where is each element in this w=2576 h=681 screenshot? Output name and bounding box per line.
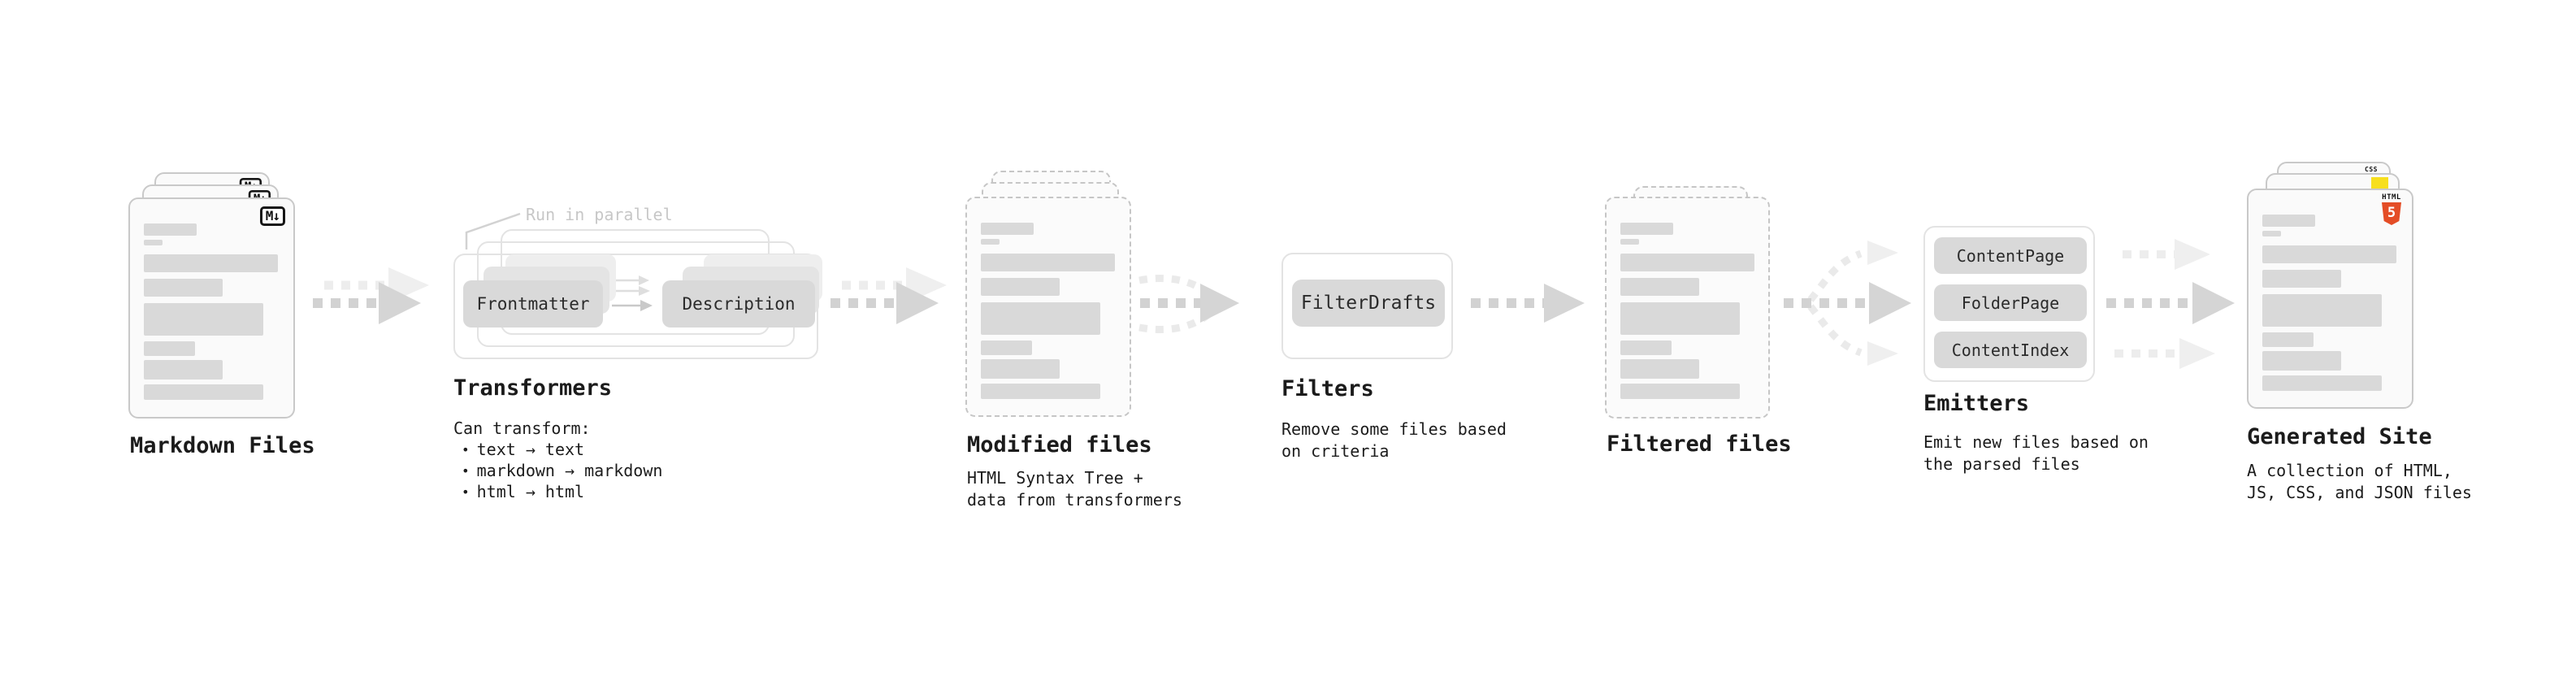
text-line-bar <box>981 254 1115 271</box>
modified-files-desc: HTML Syntax Tree + data from transformer… <box>967 467 1182 511</box>
arrow-transformers-to-modified <box>830 267 947 324</box>
text-line-bar <box>981 384 1100 399</box>
generated-site-label: Generated Site <box>2247 424 2432 449</box>
text-line-bar <box>1620 302 1740 335</box>
filters-desc: Remove some files based on criteria <box>1281 419 1507 462</box>
markdown-files-label: Markdown Files <box>130 433 315 458</box>
desc-line: HTML Syntax Tree + <box>967 468 1143 488</box>
generated-site-desc: A collection of HTML, JS, CSS, and JSON … <box>2247 460 2472 504</box>
text-line-bar <box>981 278 1060 296</box>
css-icon-text: CSS <box>2365 166 2378 173</box>
html-file-card: HTML 5 <box>2247 189 2413 409</box>
desc-line: data from transformers <box>967 490 1182 510</box>
text-line-bar <box>1620 239 1639 245</box>
bullet-item: • html → html <box>462 481 662 502</box>
markdown-files-stack: M↓ M↓ M↓ <box>128 172 299 424</box>
text-line-bar <box>2262 215 2315 227</box>
desc-line: Remove some files based <box>1281 419 1507 439</box>
text-line-bar <box>1620 223 1673 235</box>
arrow-modified-to-filters <box>1138 275 1239 333</box>
bullet-text: html → html <box>476 482 585 501</box>
modified-files-stack <box>965 170 1136 422</box>
desc-line: A collection of HTML, <box>2247 461 2452 480</box>
contentindex-pill: ContentIndex <box>1934 332 2087 368</box>
arrow-filters-to-filtered <box>1471 284 1585 323</box>
arrow-filtered-to-emitters <box>1784 241 1911 366</box>
filtered-file-card-front <box>1605 197 1770 419</box>
text-line-bar <box>144 254 278 272</box>
bullet-text: markdown → markdown <box>476 461 663 480</box>
text-line-bar <box>2262 332 2314 347</box>
generated-site-stack: CSS HTML 5 <box>2247 162 2418 414</box>
text-line-bar <box>981 340 1032 355</box>
run-in-parallel-callout: Run in parallel <box>526 205 673 224</box>
filters-label: Filters <box>1281 376 1374 401</box>
text-line-bar <box>2262 245 2396 263</box>
text-line-bar <box>1620 384 1740 399</box>
folderpage-pill: FolderPage <box>1934 284 2087 321</box>
filterdrafts-pill: FilterDrafts <box>1292 280 1445 327</box>
arrow-markdown-to-transformers <box>313 267 429 324</box>
filtered-files-stack <box>1605 186 1776 430</box>
emitters-desc: Emit new files based on the parsed files <box>1923 432 2149 475</box>
emitters-label: Emitters <box>1923 391 2030 416</box>
text-line-bar <box>981 223 1034 235</box>
description-pill: Description <box>662 280 815 327</box>
desc-line: the parsed files <box>1923 454 2080 474</box>
text-line-bar <box>2262 294 2382 327</box>
transformers-label: Transformers <box>453 375 613 401</box>
html5-icon: HTML 5 <box>2381 193 2402 225</box>
bullet-item: • text → text <box>462 439 662 460</box>
frontmatter-pill: Frontmatter <box>463 280 603 327</box>
text-line-bar <box>144 240 163 245</box>
text-line-bar <box>144 360 223 380</box>
html5-icon-text: HTML <box>2382 193 2401 202</box>
arrow-emitters-to-generated <box>2106 239 2235 369</box>
bullet-marker: • <box>462 484 470 500</box>
text-line-bar <box>144 279 223 297</box>
text-line-bar <box>144 223 197 236</box>
filtered-files-label: Filtered files <box>1607 432 1792 457</box>
text-line-bar <box>981 359 1060 379</box>
text-line-bar <box>1620 359 1699 379</box>
markdown-file-card-front: M↓ <box>128 197 295 419</box>
markdown-icon: M↓ <box>259 206 285 226</box>
transformers-bullet-list: • text → text • markdown → markdown • ht… <box>462 439 662 502</box>
modified-files-label: Modified files <box>967 432 1152 458</box>
text-line-bar <box>981 302 1100 335</box>
desc-line: on criteria <box>1281 441 1390 461</box>
text-line-bar <box>144 384 263 400</box>
bullet-item: • markdown → markdown <box>462 460 662 481</box>
text-line-bar <box>144 303 263 336</box>
desc-line: JS, CSS, and JSON files <box>2247 483 2472 502</box>
text-line-bar <box>2262 270 2341 288</box>
html5-icon-shield: 5 <box>2382 202 2401 225</box>
text-line-bar <box>1620 340 1672 355</box>
transformers-desc-heading: Can transform: <box>453 419 591 438</box>
text-line-bar <box>2262 231 2281 236</box>
contentpage-pill: ContentPage <box>1934 237 2087 274</box>
text-line-bar <box>2262 351 2341 371</box>
bullet-text: text → text <box>476 440 585 459</box>
text-line-bar <box>1620 278 1699 296</box>
modified-file-card-front <box>965 197 1131 417</box>
text-line-bar <box>2262 375 2382 391</box>
bullet-marker: • <box>462 462 470 479</box>
desc-line: Emit new files based on <box>1923 432 2149 452</box>
text-line-bar <box>981 239 1000 245</box>
bullet-marker: • <box>462 441 470 458</box>
text-line-bar <box>1620 254 1754 271</box>
text-line-bar <box>144 341 195 356</box>
